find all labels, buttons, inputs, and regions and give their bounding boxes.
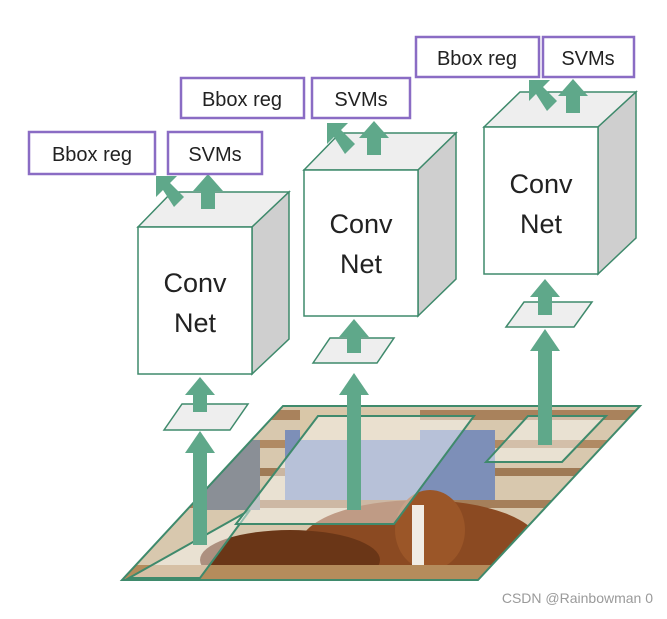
arrow-bbox-1 <box>156 176 184 207</box>
region-proposal-1 <box>125 509 251 579</box>
svg-text:SVMs: SVMs <box>334 89 387 111</box>
arrow-svm-3 <box>558 79 588 113</box>
svms-box-3: SVMs <box>541 35 636 79</box>
svg-text:Bbox reg: Bbox reg <box>52 144 132 166</box>
arrow-image-to-patch-2 <box>339 373 369 510</box>
svms-box-2: SVMs <box>310 76 412 120</box>
arrow-bbox-2 <box>327 123 355 154</box>
bbox-reg-box-1: Bbox reg <box>27 130 157 176</box>
convnet-1-label-line1: Conv <box>163 268 227 298</box>
convnet-3-label-line2: Net <box>520 209 563 239</box>
svg-text:Bbox reg: Bbox reg <box>202 89 282 111</box>
convnet-3-label-line1: Conv <box>509 169 573 199</box>
arrow-patch-to-convnet-3 <box>530 279 560 315</box>
arrow-svm-1 <box>193 174 223 209</box>
arrow-svm-2 <box>359 121 389 155</box>
svg-text:Bbox reg: Bbox reg <box>437 48 517 70</box>
bbox-reg-box-2: Bbox reg <box>179 76 306 120</box>
arrow-bbox-3 <box>529 80 557 111</box>
arrow-image-to-patch-3 <box>530 329 560 445</box>
svg-text:SVMs: SVMs <box>561 48 614 70</box>
convnet-2-label-line2: Net <box>340 249 383 279</box>
convnet-1-label-line2: Net <box>174 308 217 338</box>
arrow-patch-to-convnet-2 <box>339 319 369 353</box>
warped-patch-1 <box>162 403 250 431</box>
convnet-1: Conv Net <box>136 190 291 376</box>
convnet-3: Conv Net <box>482 90 638 276</box>
bbox-reg-box-3: Bbox reg <box>414 35 541 79</box>
svms-box-1: SVMs <box>166 130 264 176</box>
convnet-2: Conv Net <box>302 131 458 318</box>
convnet-2-label-line1: Conv <box>329 209 393 239</box>
watermark: CSDN @Rainbowman 0 <box>501 590 653 606</box>
arrow-image-to-patch-1 <box>185 431 215 545</box>
svg-text:SVMs: SVMs <box>188 144 241 166</box>
arrow-patch-to-convnet-1 <box>185 377 215 412</box>
